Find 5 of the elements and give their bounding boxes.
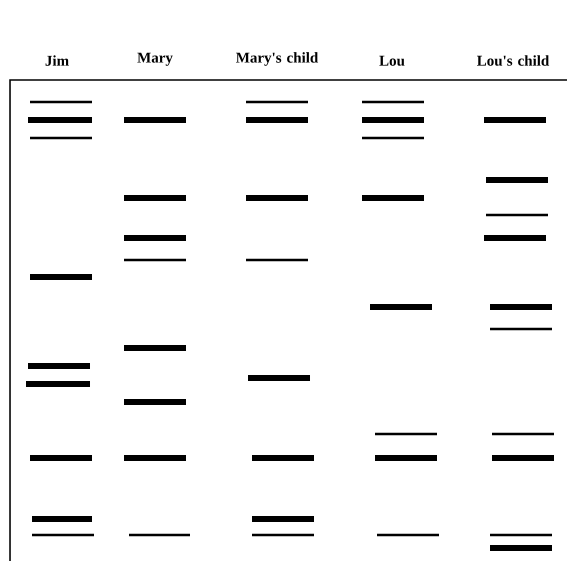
- column-heading: Jim: [46, 55, 69, 66]
- column-heading: Lou's child: [477, 55, 550, 66]
- column-heading: Mary's child: [236, 52, 318, 66]
- column-heading: Mary: [137, 52, 173, 66]
- column-heading: Lou: [379, 56, 405, 66]
